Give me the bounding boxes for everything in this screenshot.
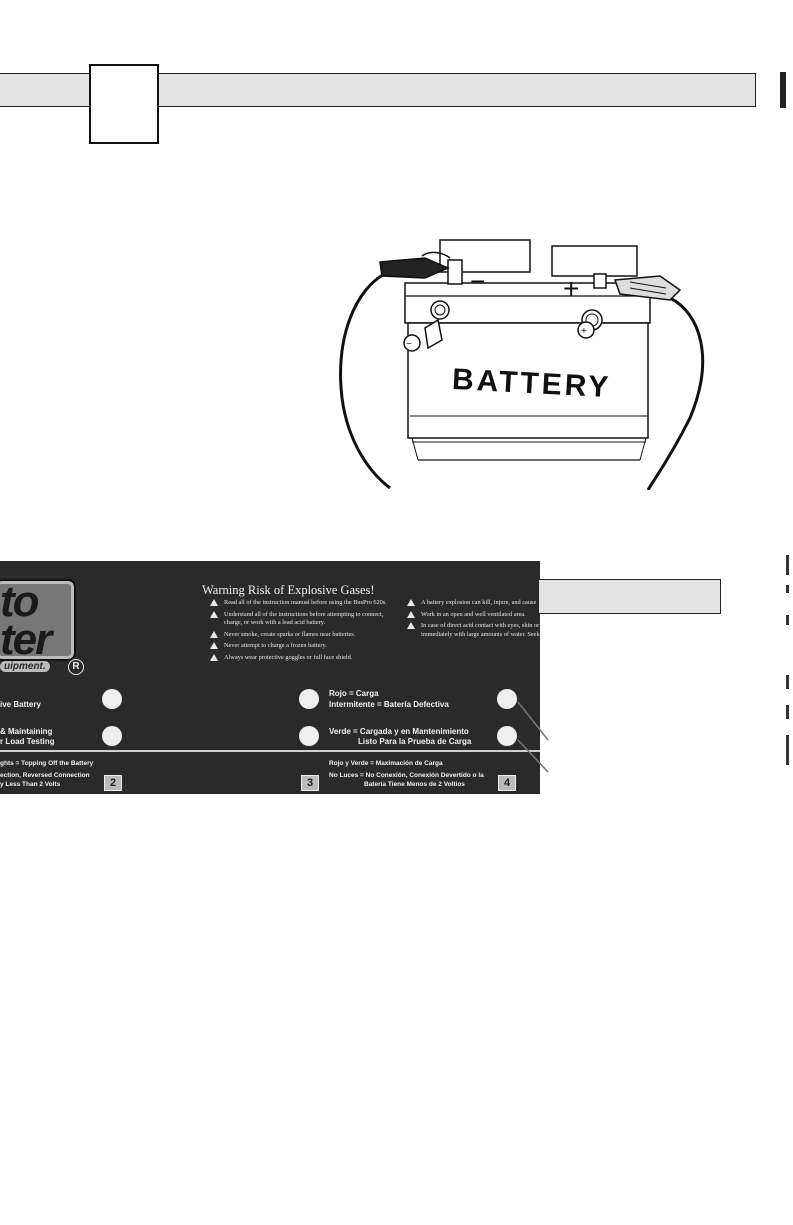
label-maintaining-2: r Load Testing xyxy=(0,737,55,746)
legend-less-than-2-volts: y Less Than 2 Volts xyxy=(0,781,61,788)
section-band-right xyxy=(538,579,721,614)
battery-illustration: − + − + BATTERY xyxy=(339,239,705,490)
logo-line-2: ter xyxy=(0,615,52,664)
warning-triangle-icon xyxy=(210,630,218,638)
logo-line-1: to xyxy=(0,577,40,626)
positive-cable xyxy=(646,296,705,490)
warning-triangle-icon xyxy=(210,599,218,606)
legend-rojo-verde: Rojo y Verde = Maximación de Carga xyxy=(329,760,443,767)
label-intermitente: Intermitente = Batería Defectiva xyxy=(329,700,449,709)
warning-item: Never smoke, create sparks or flames nea… xyxy=(210,630,400,640)
header-band-left xyxy=(0,73,92,107)
warning-triangle-icon xyxy=(407,610,415,618)
step-number-4: 4 xyxy=(498,775,516,791)
registered-mark-icon: R xyxy=(68,659,84,675)
page-edge-tab xyxy=(780,72,786,108)
logo-subtext: uipment. xyxy=(0,661,50,672)
panel-divider xyxy=(0,750,540,752)
step-number-3: 3 xyxy=(301,775,319,791)
warning-item: A battery explosion can kill, injure, an… xyxy=(407,599,540,608)
label-defective-battery: ive Battery xyxy=(0,700,41,709)
warning-list-left: Read all of the instruction manual befor… xyxy=(210,599,400,665)
brand-logo: to ter uipment. R xyxy=(0,577,100,675)
warning-triangle-icon xyxy=(210,610,218,618)
label-verde-cargada: Verde = Cargada y en Mantenimiento xyxy=(329,727,469,736)
label-listo-prueba: Listo Para la Prueba de Carga xyxy=(358,737,472,746)
warning-triangle-icon xyxy=(407,622,415,629)
indicator-light-3-top xyxy=(497,689,517,709)
negative-cable xyxy=(339,270,391,490)
side-positive-sign: + xyxy=(581,326,587,337)
legend-reversed-connection: ection, Reversed Connection xyxy=(0,772,90,779)
step-number-2: 2 xyxy=(104,775,122,791)
legend-topping-off: ghts = Topping Off the Battery xyxy=(0,760,94,767)
legend-no-luces: No Luces = No Conexión, Conexión Deverti… xyxy=(329,772,484,779)
page-edge-marks xyxy=(786,555,789,765)
warning-item: Never attempt to charge a frozen battery… xyxy=(210,642,400,651)
warning-item: Read all of the instruction manual befor… xyxy=(210,599,400,608)
warning-title: Warning Risk of Explosive Gases! xyxy=(202,583,375,597)
indicator-light-2-bottom xyxy=(299,726,319,746)
indicator-light-1-top xyxy=(102,689,122,709)
warning-item: Work in an open and well ventilated area… xyxy=(407,610,540,620)
indicator-light-1-bottom xyxy=(102,726,122,746)
negative-clamp xyxy=(379,257,450,279)
negative-terminal-sign: − xyxy=(470,266,485,296)
warning-list-right: A battery explosion can kill, injure, an… xyxy=(407,599,540,642)
positive-terminal-sign: + xyxy=(563,273,579,304)
indicator-light-2-top xyxy=(299,689,319,709)
logo-text: to ter xyxy=(0,577,52,664)
warning-item: Understand all of the instructions befor… xyxy=(210,610,400,628)
label-rojo-carga: Rojo = Carga xyxy=(329,689,379,698)
warning-triangle-icon xyxy=(210,653,218,661)
legend-bateria-menos: Batería Tiene Menos de 2 Voltios xyxy=(364,781,465,788)
header-band-right xyxy=(158,73,756,107)
label-maintaining-1: & Maintaining xyxy=(0,727,53,736)
logo-badge xyxy=(0,579,76,661)
charger-control-panel: to ter uipment. R Warning Risk of Explos… xyxy=(0,561,540,794)
callout-lines xyxy=(517,701,549,773)
step-number-box xyxy=(89,64,159,144)
warning-item: Always wear protective goggles or full f… xyxy=(210,653,400,663)
warning-item: In case of direct acid contact with eyes… xyxy=(407,622,540,639)
side-negative-sign: − xyxy=(406,339,412,350)
warning-triangle-icon xyxy=(407,599,415,606)
warning-triangle-icon xyxy=(210,642,218,649)
indicator-light-3-bottom xyxy=(497,726,517,746)
